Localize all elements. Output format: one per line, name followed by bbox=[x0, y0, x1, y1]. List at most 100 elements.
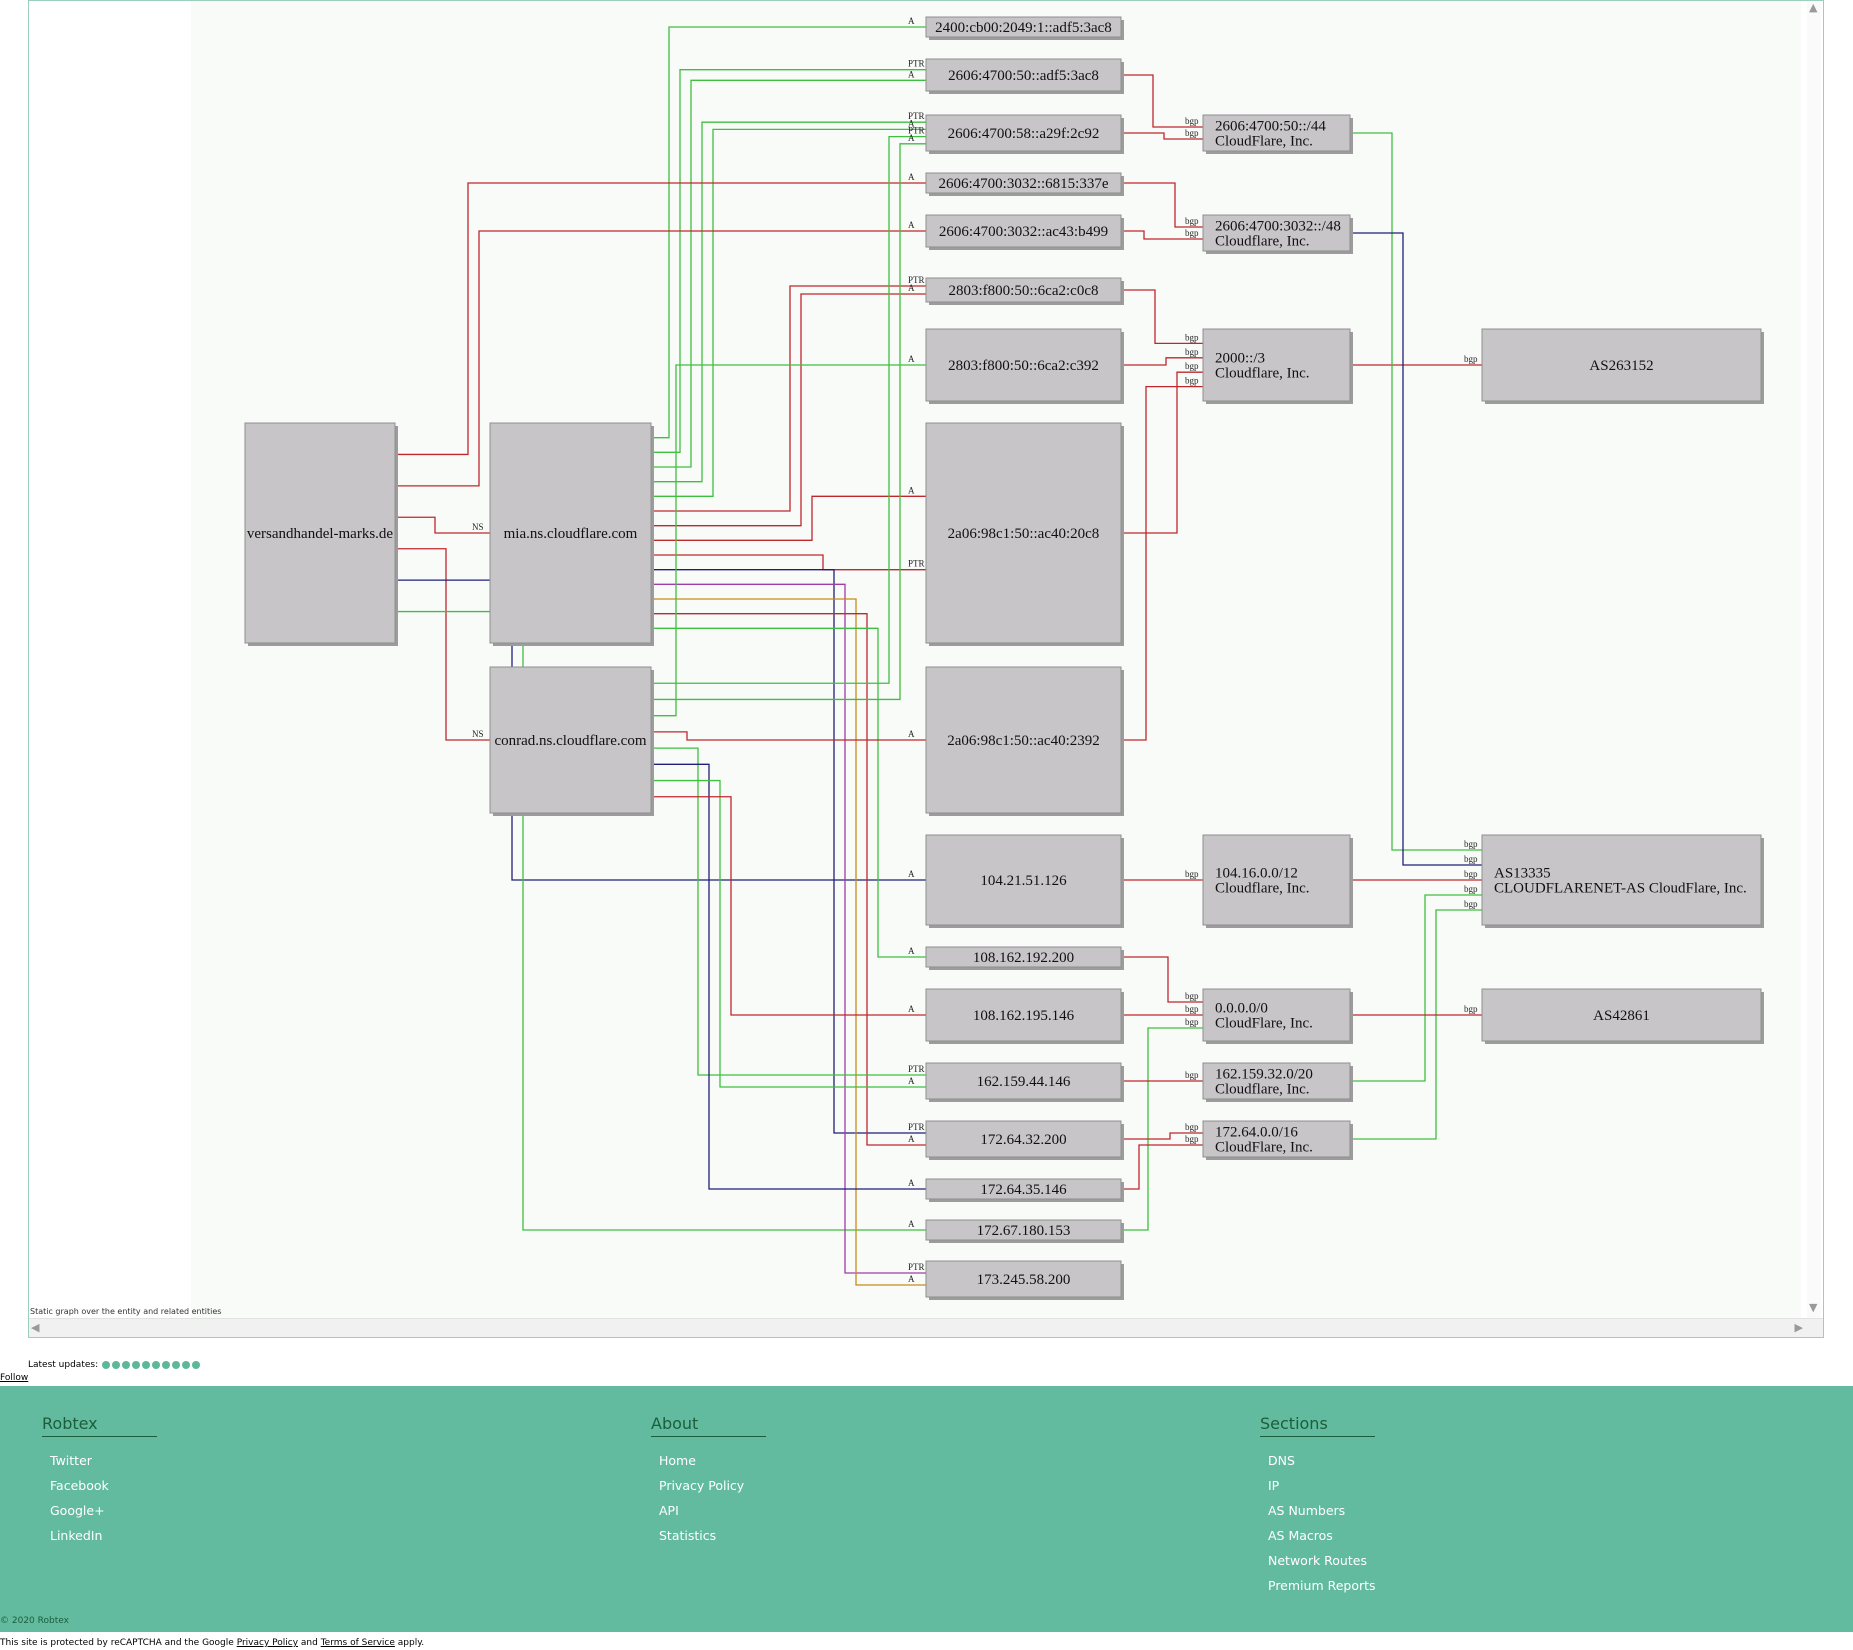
vertical-scrollbar[interactable]: ▲ ▼ bbox=[1807, 1, 1821, 1319]
graph-edge bbox=[1121, 956, 1203, 1003]
update-dot[interactable] bbox=[142, 1361, 151, 1369]
graph-node[interactable]: mia.ns.cloudflare.com bbox=[489, 422, 654, 646]
update-dot[interactable] bbox=[112, 1361, 121, 1369]
update-dot[interactable] bbox=[192, 1361, 201, 1369]
footer-link-twitter[interactable]: Twitter bbox=[50, 1453, 92, 1468]
graph-edge bbox=[651, 796, 926, 1016]
edge-label: PTR bbox=[908, 111, 925, 121]
graph-node[interactable]: 162.159.44.146 bbox=[925, 1062, 1124, 1102]
footer-link-privacy-policy[interactable]: Privacy Policy bbox=[659, 1478, 745, 1493]
graph-node[interactable]: 2a06:98c1:50::ac40:20c8 bbox=[925, 422, 1124, 646]
update-dot[interactable] bbox=[182, 1361, 191, 1369]
graph-node[interactable]: 2606:4700:3032::ac43:b499 bbox=[925, 214, 1124, 250]
update-dot[interactable] bbox=[152, 1361, 161, 1369]
graph-node[interactable]: 108.162.192.200 bbox=[925, 946, 1124, 970]
graph-node[interactable]: 2606:4700:58::a29f:2c92 bbox=[925, 114, 1124, 154]
graph-node[interactable]: 172.64.32.200 bbox=[925, 1120, 1124, 1160]
graph-node[interactable]: 172.67.180.153 bbox=[925, 1219, 1124, 1243]
node-box bbox=[1202, 1120, 1351, 1158]
graph-node[interactable]: 2400:cb00:2049:1::adf5:3ac8 bbox=[925, 16, 1124, 40]
graph-node[interactable]: conrad.ns.cloudflare.com bbox=[489, 666, 654, 816]
recaptcha-prefix: This site is protected by reCAPTCHA and … bbox=[0, 1638, 234, 1648]
graph-edge bbox=[651, 79, 926, 468]
edge-label: A bbox=[908, 485, 915, 495]
footer-link-ip[interactable]: IP bbox=[1268, 1478, 1280, 1493]
graph-node[interactable]: versandhandel-marks.de bbox=[244, 422, 398, 646]
edge-label: A bbox=[908, 16, 915, 26]
graph-edge bbox=[651, 598, 926, 1286]
graph-edge bbox=[1121, 1144, 1203, 1190]
graph-edge bbox=[651, 26, 926, 439]
node-label: 2606:4700:50::adf5:3ac8 bbox=[948, 68, 1099, 84]
footer-link-googleplus[interactable]: Google+ bbox=[50, 1503, 105, 1518]
graph-node[interactable]: 2606:4700:3032::6815:337e bbox=[925, 172, 1124, 196]
footer-link-statistics[interactable]: Statistics bbox=[659, 1528, 717, 1543]
edge-label: A bbox=[908, 354, 915, 364]
update-dot[interactable] bbox=[172, 1361, 181, 1369]
graph-edge bbox=[1350, 909, 1482, 1140]
footer-link-as-macros[interactable]: AS Macros bbox=[1268, 1528, 1333, 1543]
footer-link-as-numbers[interactable]: AS Numbers bbox=[1268, 1503, 1346, 1518]
graph-node[interactable]: AS42861 bbox=[1481, 988, 1764, 1044]
node-box bbox=[489, 666, 652, 814]
recaptcha-privacy-link[interactable]: Privacy Policy bbox=[236, 1638, 299, 1648]
graph-node[interactable]: 104.21.51.126 bbox=[925, 834, 1124, 928]
node-label: 2a06:98c1:50::ac40:2392 bbox=[947, 733, 1099, 749]
follow-link[interactable]: Follow bbox=[0, 1373, 29, 1383]
node-label: 2606:4700:3032::6815:337e bbox=[939, 176, 1109, 192]
edge-label: bgp bbox=[1185, 216, 1199, 226]
scroll-right-icon[interactable]: ▶ bbox=[1794, 1321, 1803, 1334]
node-label: 172.64.32.200 bbox=[980, 1132, 1066, 1148]
node-label: mia.ns.cloudflare.com bbox=[504, 526, 638, 542]
footer-link-premium-reports[interactable]: Premium Reports bbox=[1268, 1578, 1376, 1593]
edge-label: bgp bbox=[1185, 128, 1199, 138]
graph-edge bbox=[651, 731, 926, 741]
edge-label: bgp bbox=[1464, 884, 1478, 894]
update-dot[interactable] bbox=[102, 1361, 111, 1369]
footer-link-dns[interactable]: DNS bbox=[1268, 1453, 1295, 1468]
scroll-up-icon[interactable]: ▲ bbox=[1809, 1, 1818, 14]
node-box bbox=[925, 834, 1122, 926]
graph-node[interactable]: 2803:f800:50::6ca2:c392 bbox=[925, 328, 1124, 404]
graph-node[interactable]: AS263152 bbox=[1481, 328, 1764, 404]
footer-link-facebook[interactable]: Facebook bbox=[50, 1478, 109, 1493]
edge-label: A bbox=[908, 118, 915, 128]
node-box bbox=[925, 988, 1122, 1042]
update-dot[interactable] bbox=[132, 1361, 141, 1369]
footer-link-api[interactable]: API bbox=[659, 1503, 679, 1518]
edge-label: A bbox=[908, 69, 915, 79]
graph-node[interactable]: 2a06:98c1:50::ac40:2392 bbox=[925, 666, 1124, 816]
graph-edge bbox=[651, 763, 926, 1190]
recaptcha-terms-link[interactable]: Terms of Service bbox=[320, 1638, 395, 1648]
scroll-left-icon[interactable]: ◀ bbox=[31, 1321, 40, 1334]
footer-link-home[interactable]: Home bbox=[659, 1453, 696, 1468]
graph-node[interactable]: 2803:f800:50::6ca2:c0c8 bbox=[925, 277, 1124, 305]
horizontal-scrollbar[interactable]: ◀ ▶ bbox=[29, 1318, 1823, 1337]
update-dot[interactable] bbox=[122, 1361, 131, 1369]
graph-node[interactable]: 173.245.58.200 bbox=[925, 1260, 1124, 1300]
edge-label: bgp bbox=[1464, 839, 1478, 849]
graph-node[interactable]: 2606:4700:50::adf5:3ac8 bbox=[925, 58, 1124, 94]
graph-node[interactable]: 172.64.35.146 bbox=[925, 1178, 1124, 1202]
node-box bbox=[1202, 988, 1351, 1042]
graph-edge bbox=[1121, 182, 1203, 228]
graph-node[interactable]: 108.162.195.146 bbox=[925, 988, 1124, 1044]
node-label: 2606:4700:58::a29f:2c92 bbox=[948, 126, 1100, 142]
scroll-down-icon[interactable]: ▼ bbox=[1809, 1301, 1818, 1314]
footer-link-linkedin[interactable]: LinkedIn bbox=[50, 1528, 103, 1543]
graph-edge bbox=[651, 143, 926, 701]
node-box bbox=[925, 277, 1122, 303]
edge-label: bgp bbox=[1464, 354, 1478, 364]
graph-edge bbox=[651, 121, 926, 483]
footer-link-network-routes[interactable]: Network Routes bbox=[1268, 1553, 1367, 1568]
update-dot[interactable] bbox=[162, 1361, 171, 1369]
node-label: 2606:4700:50::/44 bbox=[1215, 119, 1326, 135]
